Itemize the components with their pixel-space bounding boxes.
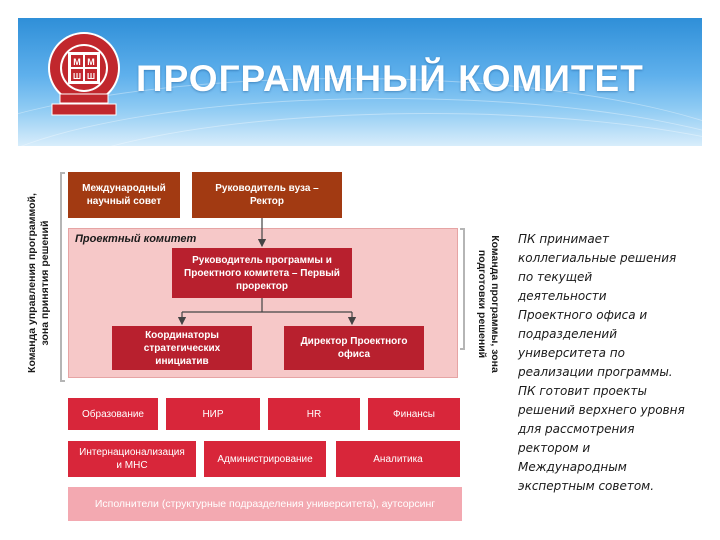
- international-council-label: Международный научный совет: [82, 183, 166, 207]
- svg-text:Ш: Ш: [87, 72, 95, 81]
- left-label-text: Команда управления программой, зона прин…: [26, 193, 51, 373]
- left-bracket: [60, 172, 65, 382]
- program-head-label: Руководитель программы и Проектного коми…: [184, 254, 340, 292]
- left-vertical-label: Команда управления программой, зона прин…: [22, 190, 56, 376]
- contractors-label: Исполнители (структурные подразделения у…: [94, 498, 436, 510]
- department-label: Финансы: [393, 408, 435, 420]
- svg-text:М: М: [87, 57, 95, 67]
- department-finance: Финансы: [368, 398, 460, 430]
- project-committee-title: Проектный комитет: [75, 233, 197, 245]
- department-label: HR: [306, 408, 322, 420]
- coordinators-box: Координаторы стратегических инициатив: [112, 326, 252, 370]
- department-label: Образование: [82, 408, 144, 420]
- department-label: Аналитика: [373, 453, 423, 465]
- department-label: Интернационализация и МНС: [79, 447, 185, 471]
- project-office-director-label: Директор Проектного офиса: [300, 336, 408, 360]
- department-hr: HR: [268, 398, 360, 430]
- header-banner: М М Ш Ш ПРОГРАММНЫЙ КОМИТЕТ: [18, 18, 702, 146]
- contractors-bar: Исполнители (структурные подразделения у…: [68, 487, 462, 521]
- right-label-text: Команда программы, зона подготовки решен…: [476, 235, 501, 373]
- right-vertical-label: Команда программы, зона подготовки решен…: [468, 226, 508, 382]
- department-analytics: Аналитика: [336, 441, 460, 477]
- department-education: Образование: [68, 398, 158, 430]
- university-emblem-icon: М М Ш Ш: [48, 32, 120, 116]
- rector-label: Руководитель вуза – Ректор: [215, 183, 319, 207]
- svg-text:М: М: [73, 57, 81, 67]
- department-label: НИР: [202, 408, 224, 420]
- department-research: НИР: [166, 398, 260, 430]
- program-head-box: Руководитель программы и Проектного коми…: [172, 248, 352, 298]
- svg-text:Ш: Ш: [73, 72, 81, 81]
- project-office-director-box: Директор Проектного офиса: [284, 326, 424, 370]
- slide-title: ПРОГРАММНЫЙ КОМИТЕТ: [136, 58, 644, 99]
- department-label: Администрирование: [217, 453, 313, 465]
- committee-description: ПК принимает коллегиальные решения по те…: [518, 232, 685, 493]
- department-administration: Администрирование: [204, 441, 326, 477]
- rector-box: Руководитель вуза – Ректор: [192, 172, 342, 218]
- department-internationalization: Интернационализация и МНС: [68, 441, 196, 477]
- international-council-box: Международный научный совет: [68, 172, 180, 218]
- coordinators-label: Координаторы стратегических инициатив: [143, 329, 221, 367]
- right-bracket: [460, 228, 465, 350]
